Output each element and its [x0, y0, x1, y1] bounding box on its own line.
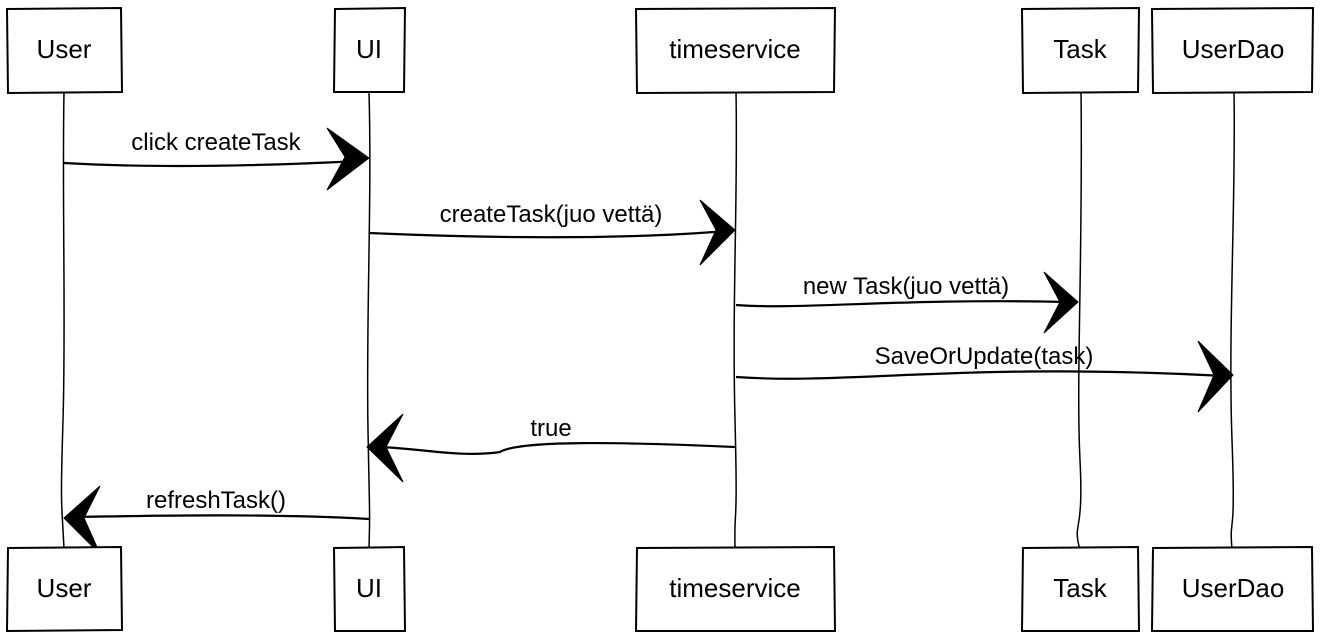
lifeline-ui — [366, 91, 371, 551]
message-label: createTask(juo vettä) — [440, 201, 663, 228]
message-label: refreshTask() — [146, 487, 286, 514]
participant-label: timeservice — [669, 573, 800, 603]
message-true: true — [366, 413, 736, 483]
participant-bottom-userdao: UserDao — [1150, 545, 1315, 632]
arrowhead-icon — [366, 413, 404, 483]
message-refreshtask: refreshTask() — [63, 485, 370, 555]
participant-label: User — [37, 573, 92, 603]
message-label: true — [530, 415, 571, 442]
participant-label: timeservice — [669, 34, 800, 64]
lifeline-userdao — [1230, 91, 1236, 551]
lifeline-user — [60, 91, 65, 551]
participant-label: UserDao — [1182, 573, 1285, 603]
participant-top-userdao: UserDao — [1150, 6, 1315, 95]
participant-label: Task — [1053, 573, 1107, 603]
participant-top-task: Task — [1020, 6, 1141, 95]
arrowhead-icon — [699, 199, 736, 266]
participant-label: User — [37, 34, 92, 64]
participant-bottom-timeservice: timeservice — [634, 545, 837, 632]
message-label: SaveOrUpdate(task) — [875, 343, 1094, 370]
message-click-createtask: click createTask — [63, 127, 370, 191]
participant-top-user: User — [5, 6, 124, 95]
lifeline-timeservice — [733, 91, 738, 551]
participant-bottom-task: Task — [1020, 545, 1141, 632]
message-createtask-juo-vetta: createTask(juo vettä) — [368, 199, 736, 266]
arrowhead-icon — [63, 485, 101, 555]
participant-bottom-ui: UI — [332, 545, 407, 632]
participant-label: UI — [356, 34, 382, 64]
participant-label: Task — [1053, 34, 1107, 64]
message-label: new Task(juo vettä) — [803, 273, 1009, 300]
participant-label: UserDao — [1182, 34, 1285, 64]
lifeline-task — [1076, 91, 1083, 551]
participant-top-timeservice: timeservice — [634, 6, 837, 95]
arrowhead-icon — [1197, 340, 1234, 413]
participant-bottom-user: User — [5, 545, 124, 633]
participant-label: UI — [356, 573, 382, 603]
arrowhead-icon — [1043, 271, 1079, 334]
participant-top-ui: UI — [332, 6, 407, 93]
arrowhead-icon — [326, 127, 370, 191]
message-saveorupdate: SaveOrUpdate(task) — [735, 340, 1234, 413]
message-new-task: new Task(juo vettä) — [735, 271, 1079, 334]
message-label: click createTask — [131, 129, 301, 156]
